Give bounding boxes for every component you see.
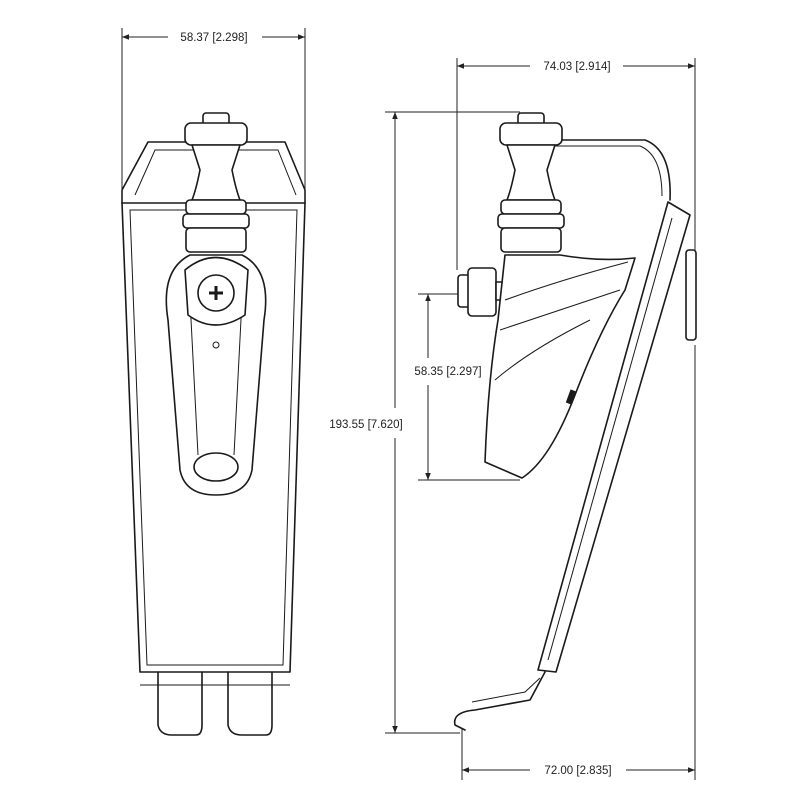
foot-right [227,671,273,736]
bottom-hook [453,671,546,731]
dim-overall-height: 193.55 [7.620] [329,419,403,431]
foot-left [157,671,203,736]
dim-front-width: 58.37 [2.298] [180,32,247,44]
spout [484,254,636,479]
dim-side-depth-top: 74.03 [2.914] [543,61,610,73]
side-valve-stem [497,112,565,253]
valve-stem [182,112,250,253]
phillips-screw-icon [209,286,223,300]
outlet-opening [193,452,239,482]
dim-outlet-height: 58.35 [2.297] [414,366,481,378]
lever-handle[interactable] [165,254,267,496]
mounting-bracket [537,201,691,673]
front-view: 58.37 [2.298] [121,28,306,736]
dim-side-depth-bottom: 72.00 [2.835] [544,765,611,777]
side-view: 74.03 [2.914] 193.55 [7.620] 58.35 [2.29… [329,58,697,780]
